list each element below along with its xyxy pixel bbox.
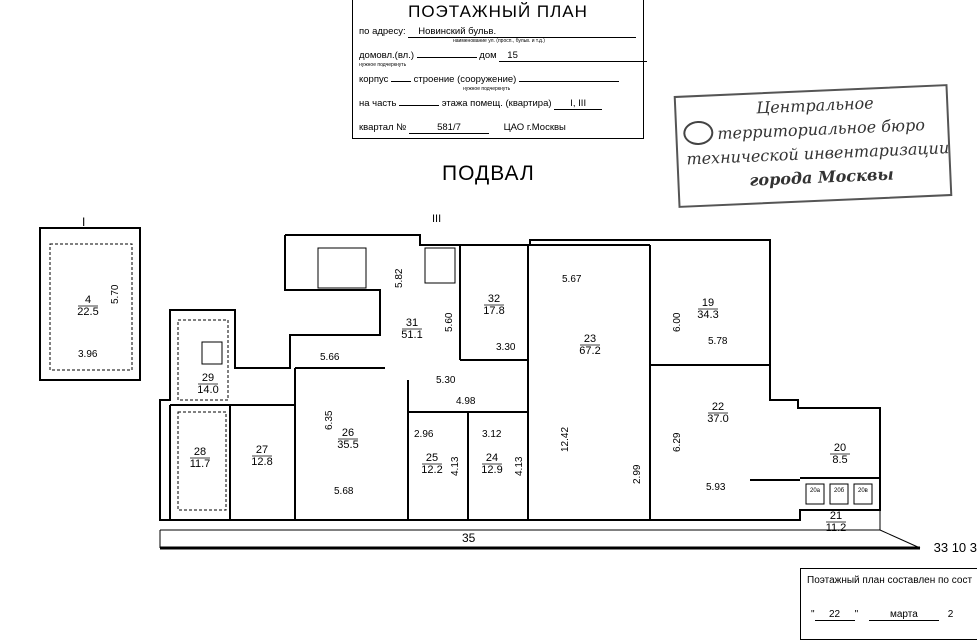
- dim-35: 35: [462, 531, 476, 545]
- korpus-row: корпус строение (сооружение): [359, 74, 637, 85]
- dom-label: дом: [479, 50, 497, 61]
- domovl-row: домовл.(вл.) дом 15: [359, 50, 648, 62]
- wc-20a: 20а: [810, 488, 821, 494]
- stroenie-label: строение (сооружение): [413, 74, 517, 85]
- room-22-area: 37.0: [707, 413, 728, 425]
- room-19-area: 34.3: [697, 309, 718, 321]
- plan-title: ПОЭТАЖНЫЙ ПЛАН: [408, 2, 588, 21]
- dim-6-29: 6.29: [672, 432, 683, 452]
- room-23-num: 23: [584, 333, 596, 345]
- dim-5-68: 5.68: [334, 486, 354, 497]
- dim-4-98: 4.98: [456, 396, 476, 407]
- dim-3-96: 3.96: [78, 349, 98, 360]
- kvartal-row: квартал № 581/7 ЦАО г.Москвы: [359, 122, 637, 134]
- dim-2-99: 2.99: [632, 464, 643, 484]
- wc-20b: 20б: [834, 488, 845, 494]
- dim-5-60: 5.60: [444, 312, 455, 332]
- room-29-num: 29: [202, 372, 214, 384]
- chast-label: на часть: [359, 98, 397, 109]
- room-22-num: 22: [712, 401, 724, 413]
- bottom-note-year: 2: [947, 609, 954, 620]
- dim-5-70: 5.70: [110, 284, 121, 304]
- nuzhnoe-hint-2: нужное подчеркнуть: [463, 86, 511, 92]
- bottom-note-line1: Поэтажный план составлен по сост: [807, 575, 973, 586]
- room-31-area: 51.1: [401, 329, 422, 341]
- dim-6-35: 6.35: [324, 410, 335, 430]
- dim-5-66: 5.66: [320, 352, 340, 363]
- room-24-area: 12.9: [481, 464, 502, 476]
- dim-3-12: 3.12: [482, 429, 502, 440]
- dim-5-93: 5.93: [706, 482, 726, 493]
- dim-12-42: 12.42: [560, 427, 571, 452]
- address-value: Новинский бульв.: [408, 26, 637, 38]
- address-row: по адресу: Новинский бульв.: [359, 26, 637, 38]
- wc-20v: 20в: [858, 488, 868, 494]
- room-27-area: 12.8: [251, 456, 272, 468]
- bottom-note-month: марта: [868, 609, 939, 621]
- room-21-area: 11.2: [826, 522, 847, 534]
- main-outline: [159, 234, 881, 521]
- room-32-num: 32: [488, 293, 500, 305]
- room-4-num: 4: [85, 294, 91, 306]
- room-20-area: 8.5: [832, 454, 847, 466]
- address-hint: наименование ул. (просп., бульв. и т.д.): [453, 38, 545, 44]
- side-number: 33 10 3: [933, 540, 977, 555]
- bottom-note-day: 22: [814, 609, 855, 621]
- room-20-num: 20: [834, 442, 846, 454]
- nuzhnoe-hint-1: нужное подчеркнуть: [359, 62, 407, 68]
- room-4-area: 22.5: [77, 306, 98, 318]
- floor-title: ПОДВАЛ: [442, 162, 535, 185]
- address-label: по адресу:: [359, 26, 406, 37]
- room-21-num: 21: [830, 510, 842, 522]
- etazh-label: этажа помещ. (квартира): [441, 98, 552, 109]
- room-28-area: 11.7: [190, 458, 211, 470]
- room-23-area: 67.2: [579, 345, 600, 357]
- title-block: ПОЭТАЖНЫЙ ПЛАН по адресу: Новинский буль…: [352, 0, 648, 139]
- dim-5-30: 5.30: [436, 375, 456, 386]
- room-32-area: 17.8: [483, 305, 504, 317]
- chast-row: на часть этажа помещ. (квартира) I, III: [359, 98, 637, 110]
- section-marker-i: I: [82, 215, 85, 229]
- dim-4-13-b: 4.13: [514, 456, 525, 476]
- korpus-label: корпус: [359, 74, 389, 85]
- etazh-value: I, III: [554, 98, 603, 110]
- dim-5-78: 5.78: [708, 336, 728, 347]
- room-29-area: 14.0: [197, 384, 218, 396]
- bottom-note-box: Поэтажный план составлен по сост "22" ма…: [800, 568, 977, 640]
- room-26-num: 26: [342, 427, 354, 439]
- room-4-outline: [39, 227, 141, 381]
- room-25-num: 25: [426, 452, 438, 464]
- room-28-num: 28: [194, 446, 206, 458]
- room-27-num: 27: [256, 444, 268, 456]
- kvartal-value: 581/7: [409, 122, 489, 134]
- kvartal-label: квартал №: [359, 122, 407, 133]
- room-19-num: 19: [702, 297, 714, 309]
- floor-plan: I III 4 22.5 32 17.8 23 67.2 19 34.3 31 …: [39, 213, 921, 550]
- dim-5-67: 5.67: [562, 274, 582, 285]
- room-24-num: 24: [486, 452, 498, 464]
- domovl-label: домовл.(вл.): [359, 50, 414, 61]
- dim-3-30: 3.30: [496, 342, 516, 353]
- dom-value: 15: [499, 50, 648, 62]
- dim-6-00: 6.00: [672, 312, 683, 332]
- room-31-num: 31: [406, 317, 418, 329]
- dim-2-96: 2.96: [414, 429, 434, 440]
- dim-5-82: 5.82: [394, 268, 405, 288]
- section-marker-iii: III: [432, 213, 441, 225]
- dim-4-13-a: 4.13: [450, 456, 461, 476]
- room-26-area: 35.5: [337, 439, 358, 451]
- bottom-note-date: "22" марта 2: [811, 609, 954, 621]
- room-25-area: 12.2: [421, 464, 442, 476]
- okrug-label: ЦАО г.Москвы: [503, 122, 566, 133]
